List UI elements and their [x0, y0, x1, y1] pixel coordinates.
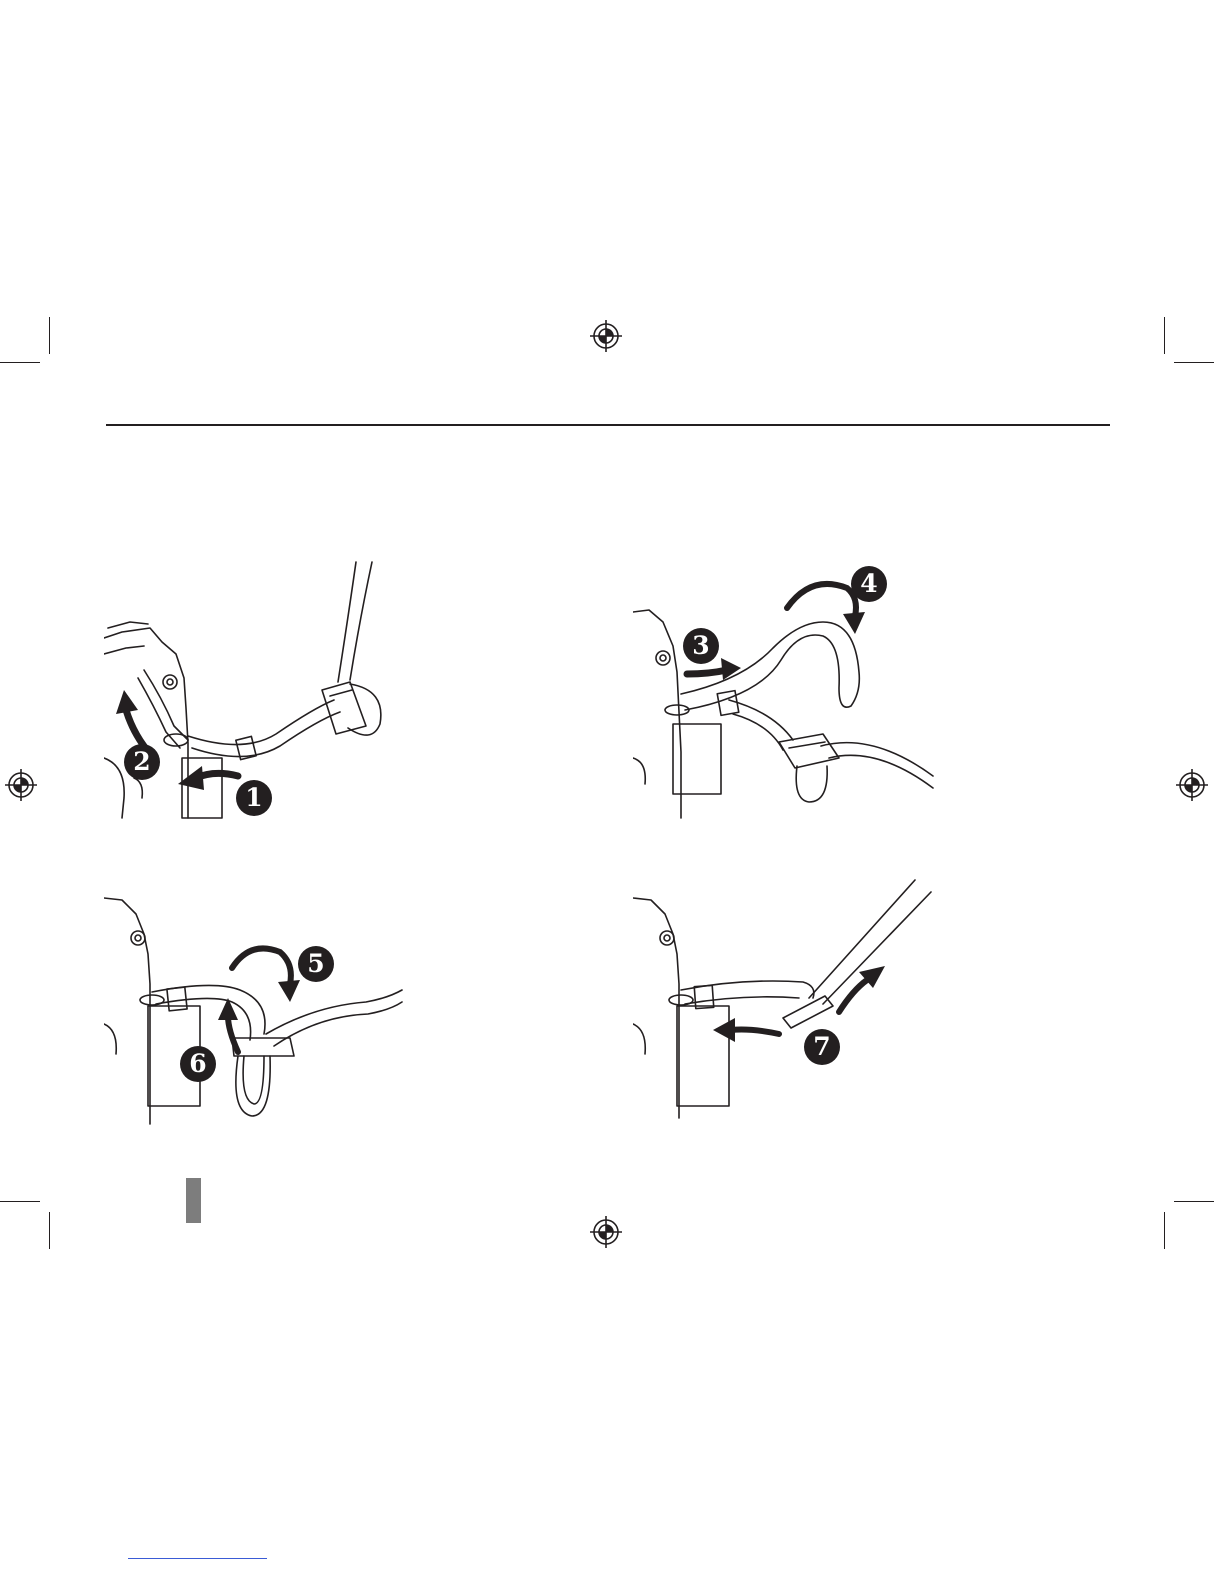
- camera-strap-illustration: [633, 878, 943, 1120]
- illustration-steps-1-2: 2 1: [104, 558, 404, 820]
- illustration-steps-5-6: 5 6: [104, 894, 404, 1126]
- crop-mark-bottom-right-horizontal: [1174, 1201, 1214, 1202]
- step-2-badge: 2: [124, 744, 160, 780]
- page-tab: [186, 1178, 201, 1223]
- illustration-step-7: 7: [633, 878, 943, 1120]
- step-3-badge: 3: [683, 628, 719, 664]
- step-1-badge: 1: [236, 780, 272, 816]
- crop-mark-top-right-vertical: [1164, 317, 1165, 354]
- illustration-steps-3-4: 3 4: [633, 562, 943, 820]
- crop-mark-top-left-vertical: [49, 317, 50, 354]
- registration-mark-icon: [1175, 768, 1209, 802]
- registration-mark-icon: [4, 768, 38, 802]
- crop-mark-bottom-left-horizontal: [0, 1201, 40, 1202]
- registration-mark-icon: [589, 1215, 623, 1249]
- camera-strap-illustration: [633, 562, 943, 820]
- step-6-badge: 6: [180, 1046, 216, 1082]
- step-5-badge: 5: [298, 946, 334, 982]
- crop-mark-top-right-horizontal: [1174, 362, 1214, 363]
- step-4-badge: 4: [851, 566, 887, 602]
- crop-mark-top-left-horizontal: [0, 362, 40, 363]
- crop-mark-bottom-right-vertical: [1164, 1212, 1165, 1249]
- footer-link-underline: [128, 1558, 267, 1559]
- registration-mark-icon: [589, 319, 623, 353]
- step-7-badge: 7: [804, 1029, 840, 1065]
- crop-mark-bottom-left-vertical: [49, 1212, 50, 1249]
- header-rule: [106, 424, 1110, 426]
- camera-strap-illustration: [104, 894, 404, 1126]
